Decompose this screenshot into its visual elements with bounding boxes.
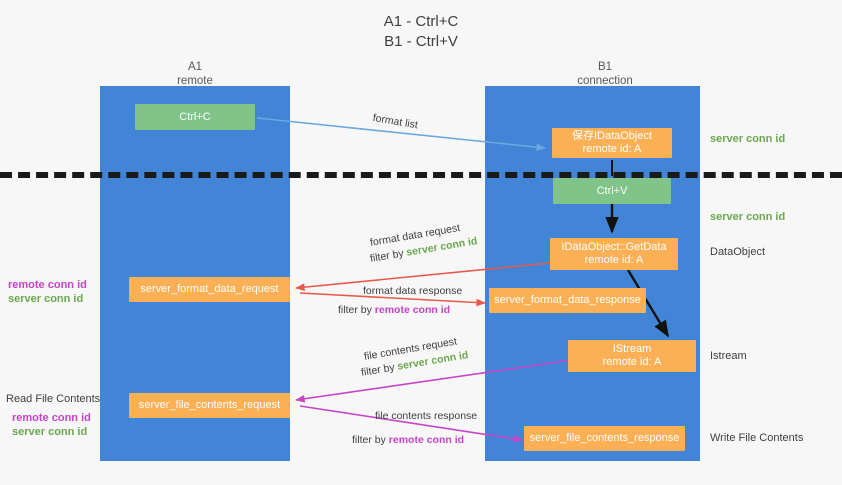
node-ctrl-v-label: Ctrl+V	[596, 184, 628, 197]
left-label-remote-conn-id-2: remote conn id	[12, 412, 91, 424]
lane-a1-name: A1	[187, 61, 203, 73]
filter-value-remote-conn-id-1: remote conn id	[374, 304, 451, 316]
filter-prefix-1: filter by	[369, 246, 408, 265]
node-ctrl-v[interactable]: Ctrl+V	[553, 178, 671, 204]
edge-label-format-data-response-filter: filter by remote conn id	[338, 303, 450, 317]
lane-b1-name: B1	[597, 61, 613, 73]
page-title-line1: A1 - Ctrl+C	[383, 13, 459, 30]
node-server-file-contents-response[interactable]: server_file_contents_response	[524, 426, 685, 451]
node-istream-remote-id: remote id: A	[602, 356, 662, 368]
right-label-server-conn-id-top: server conn id	[710, 133, 786, 145]
node-save-idataobject[interactable]: 保存IDataObject remote id: A	[552, 128, 672, 158]
node-server-format-data-request-label: server_format_data_request	[140, 283, 279, 295]
node-server-format-data-response-label: server_format_data_response	[494, 294, 641, 306]
right-label-server-conn-id-mid: server conn id	[710, 211, 786, 223]
node-ctrl-c-label: Ctrl+C	[179, 110, 211, 123]
left-label-server-conn-id-1: server conn id	[8, 293, 84, 305]
node-save-idataobject-remote-id: remote id: A	[582, 143, 642, 155]
right-label-dataobject: DataObject	[710, 246, 766, 258]
left-label-server-conn-id-2: server conn id	[12, 426, 88, 438]
filter-prefix-4: filter by	[352, 434, 389, 446]
lane-header-b1: B1 connection	[525, 60, 685, 88]
page-title-line2: B1 - Ctrl+V	[384, 33, 458, 50]
edge-label-file-contents-response-filter: filter by remote conn id	[352, 433, 464, 447]
lane-header-a1: A1 remote	[115, 60, 275, 88]
edge-label-file-contents-response: file contents response	[375, 410, 478, 422]
node-idataobject-getdata-remote-id: remote id: A	[584, 254, 644, 266]
node-server-file-contents-request[interactable]: server_file_contents_request	[129, 393, 290, 418]
node-ctrl-c[interactable]: Ctrl+C	[135, 104, 255, 130]
left-label-conn-id-group-2: remote conn id server conn id	[12, 411, 91, 439]
lane-a1-sub: remote	[177, 75, 213, 87]
filter-value-remote-conn-id-2: remote conn id	[388, 434, 465, 446]
node-server-format-data-request[interactable]: server_format_data_request	[129, 277, 290, 302]
lane-b1-sub: connection	[577, 75, 633, 87]
node-save-idataobject-label: 保存IDataObject	[571, 130, 653, 142]
node-server-file-contents-response-label: server_file_contents_response	[529, 432, 680, 444]
edge-label-format-list: format list	[371, 111, 419, 132]
node-idataobject-getdata-label: IDataObject::GetData	[561, 241, 667, 253]
node-server-format-data-response[interactable]: server_format_data_response	[489, 288, 646, 313]
phase-divider	[0, 172, 842, 178]
node-server-file-contents-request-label: server_file_contents_request	[138, 399, 281, 411]
node-idataobject-getdata[interactable]: IDataObject::GetData remote id: A	[550, 238, 678, 270]
node-istream-label: IStream	[612, 343, 652, 355]
right-label-istream: Istream	[710, 350, 747, 362]
left-label-remote-conn-id-1: remote conn id	[8, 279, 87, 291]
node-istream[interactable]: IStream remote id: A	[568, 340, 696, 372]
left-label-conn-id-group-1: remote conn id server conn id	[8, 278, 87, 306]
left-label-read-file-contents: Read File Contents	[6, 393, 101, 405]
edge-label-format-data-response: format data response	[363, 285, 463, 297]
right-label-write-file-contents: Write File Contents	[710, 432, 804, 444]
filter-prefix-2: filter by	[338, 304, 375, 316]
